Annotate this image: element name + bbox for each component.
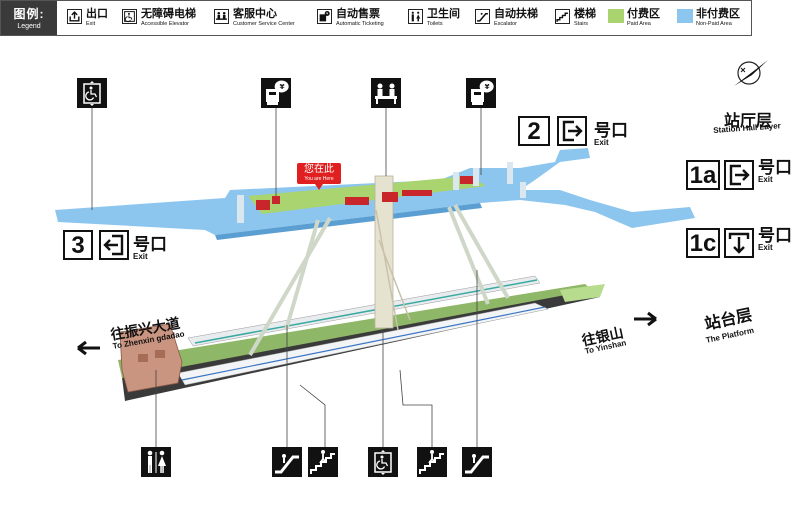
- paid-area-swatch: [608, 9, 624, 23]
- nonpaid-area-swatch: [677, 9, 693, 23]
- escalator-sign-right: [462, 447, 492, 477]
- escalator-icon: [275, 454, 299, 474]
- exit-arrow-right-icon: [724, 160, 754, 190]
- exit-arrow-right-icon: [557, 116, 587, 146]
- svg-text:¥: ¥: [485, 83, 490, 91]
- accessible-elevator-sign: [77, 78, 107, 108]
- you-are-here-marker: 您在此 You are Here: [297, 163, 341, 190]
- hall-pillars: [237, 162, 526, 223]
- ticket-machine-icon: ¥: [317, 9, 332, 24]
- exit-1a-label: 1a 号口 Exit: [686, 158, 796, 192]
- ticket-machine-icon: ¥: [471, 80, 494, 105]
- platform-floor: [118, 284, 592, 378]
- accessible-elevator-sign-bottom: [368, 447, 398, 477]
- escalator-icon: [475, 9, 490, 24]
- hall-layer-label-zh: 站厅层: [724, 113, 773, 130]
- hall-facilities: [256, 176, 476, 210]
- leader-lines: [91, 108, 482, 448]
- exit-arrow-left-icon: [99, 230, 129, 260]
- hall-edge: [215, 203, 482, 240]
- platform-light: [560, 284, 605, 302]
- stairs-sign-right: [417, 447, 447, 477]
- exit-3-label: 3 号口 Exit: [63, 230, 173, 262]
- exit-1c-label: 1c 号口 Exit: [686, 226, 796, 260]
- customer-service-sign: [371, 78, 401, 108]
- accessible-elevator-icon: [83, 81, 101, 106]
- platform-building: [119, 323, 183, 393]
- train-lower: [177, 302, 549, 386]
- stairs-icon: [310, 450, 335, 474]
- escalator-sign-left: [272, 447, 302, 477]
- exit-2-label: 2 号口 Exit: [518, 116, 628, 148]
- toilet-sign: [141, 447, 171, 477]
- accessible-elevator-icon: [374, 450, 392, 475]
- arrow-left: [77, 340, 100, 356]
- stairs-icon: [555, 9, 570, 24]
- escalator-icon: [465, 454, 489, 474]
- exit-icon: [67, 9, 82, 24]
- customer-service-icon: [214, 9, 229, 24]
- stairs-sign-left: [308, 447, 338, 477]
- ticket-machine-sign-right: ¥: [466, 78, 496, 108]
- legend-title: 图例: Legend: [1, 1, 57, 35]
- stair-supports: [248, 204, 510, 357]
- toilet-icon: [408, 9, 423, 24]
- accessible-elevator-icon: [122, 9, 137, 24]
- exit-arrow-down-icon: [724, 228, 754, 258]
- hall-paid-area: [248, 176, 486, 214]
- svg-text:¥: ¥: [280, 83, 285, 91]
- svg-text:¥: ¥: [326, 12, 328, 16]
- customer-service-icon: [375, 83, 397, 104]
- train-upper: [187, 275, 541, 347]
- stairs-icon: [419, 450, 444, 474]
- toilet-icon: [147, 450, 166, 473]
- compass: [734, 60, 768, 86]
- ticket-machine-icon: ¥: [266, 80, 289, 105]
- ticket-machine-sign-left: ¥: [261, 78, 291, 108]
- arrow-right: [634, 311, 657, 327]
